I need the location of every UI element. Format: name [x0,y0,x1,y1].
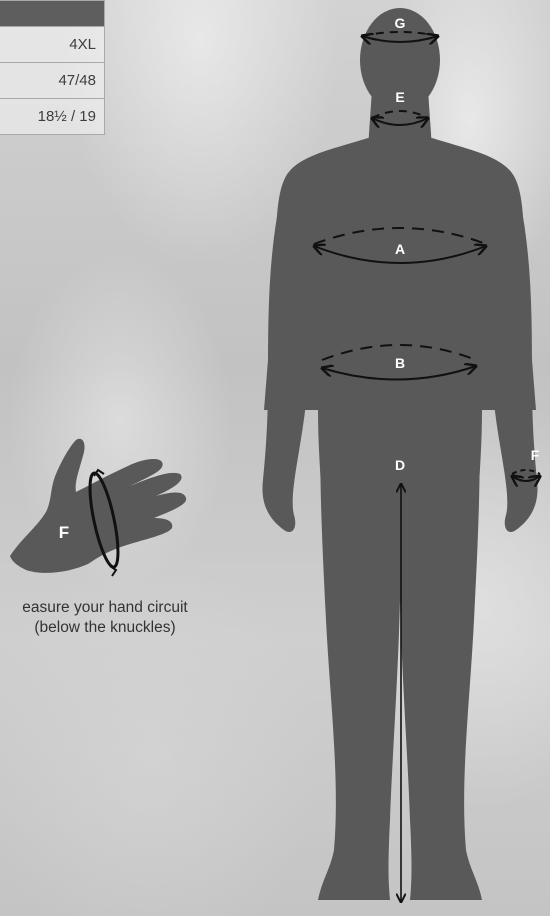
label-f-wrist: F [531,447,540,463]
hand-caption: easure your hand circuit (below the knuc… [0,598,220,638]
label-g: G [395,15,406,31]
hand-illustration [10,439,186,573]
label-d: D [395,457,405,473]
hand-caption-line-1: easure your hand circuit [0,598,220,618]
hand-caption-line-2: (below the knuckles) [0,618,220,638]
label-a: A [395,241,405,257]
label-e: E [395,89,404,105]
label-f-hand: F [59,523,69,542]
label-b: B [395,355,405,371]
human-silhouette [262,8,537,900]
